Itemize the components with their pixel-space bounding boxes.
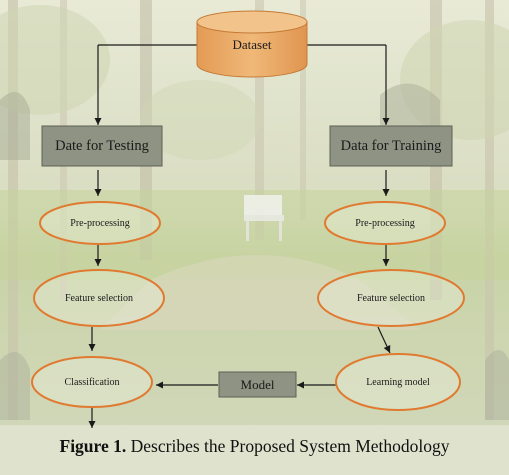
figure-caption-text: Describes the Proposed System Methodolog… [126, 436, 450, 456]
learning-model-ellipse-shape [335, 353, 461, 411]
figure-number: Figure 1. [59, 436, 127, 456]
model-box-shape [218, 371, 297, 398]
learning-model-node: Learning model [366, 376, 430, 388]
training-data-box-shape [329, 125, 453, 167]
classification-node: Classification [64, 376, 120, 388]
preprocessing-right-node: Pre-processing [355, 217, 415, 229]
model-node: Model [240, 376, 275, 392]
testing-data-node: Date for Testing [55, 137, 149, 154]
training-data-node: Data for Training [340, 137, 442, 154]
testing-data-box-shape [41, 125, 163, 167]
preprocessing-right-ellipse-shape [324, 201, 446, 245]
preprocessing-left-ellipse-shape [39, 201, 161, 245]
dataset-node: Dataset [232, 37, 272, 52]
feature-left-ellipse-shape [33, 269, 165, 327]
dataset-cylinder [196, 10, 308, 78]
classification-ellipse-shape [31, 356, 153, 408]
feature-selection-right-node: Feature selection [356, 292, 426, 304]
preprocessing-left-node: Pre-processing [70, 217, 130, 229]
feature-right-ellipse-shape [317, 269, 465, 327]
figure-caption: Figure 1. Describes the Proposed System … [0, 436, 509, 457]
connector-lines [88, 44, 391, 428]
feature-selection-left-node: Feature selection [64, 292, 134, 304]
bench-shape [244, 195, 284, 241]
